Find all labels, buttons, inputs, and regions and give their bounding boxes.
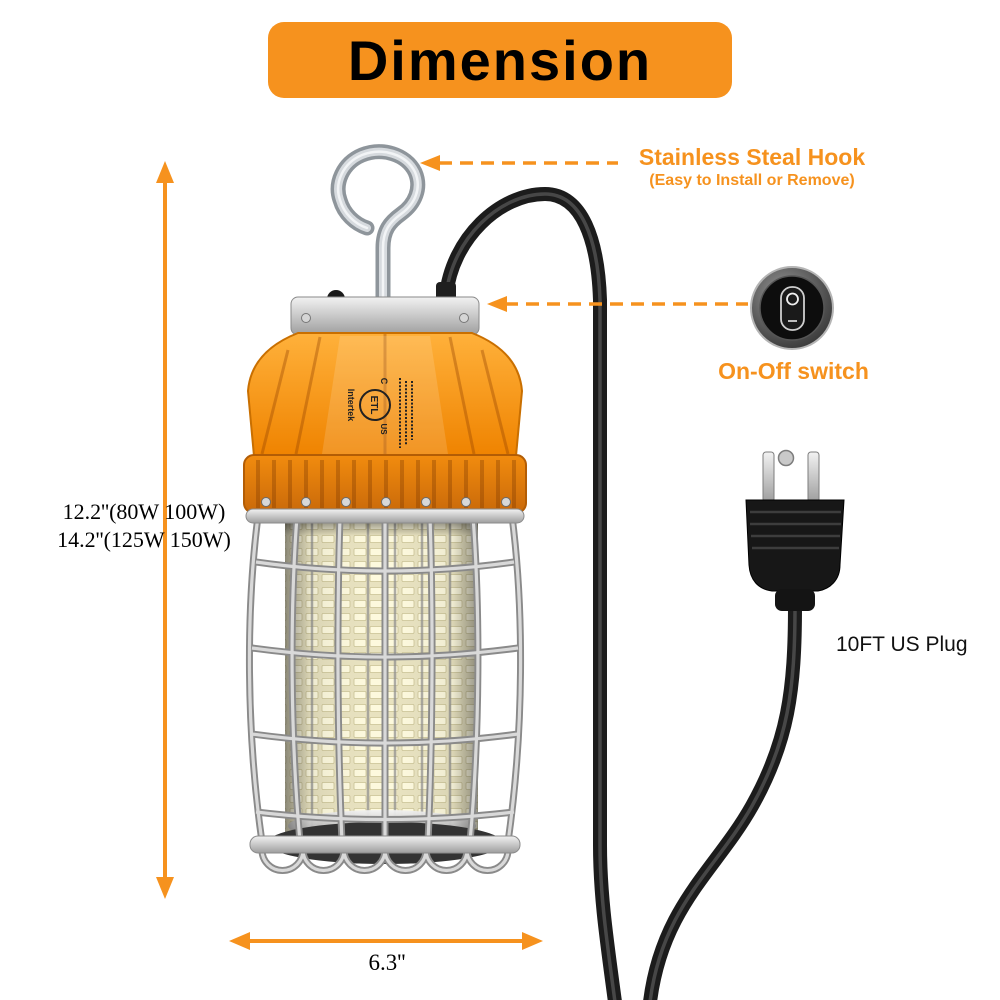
plug-blade	[762, 451, 775, 503]
hook-callout-line	[420, 155, 618, 171]
lamp-cap	[290, 282, 480, 336]
switch-label: On-Off switch	[718, 358, 869, 384]
cert-name-text: Intertek	[346, 389, 356, 423]
height-dimension-arrow	[156, 161, 174, 899]
lamp-housing: ETL C US Intertek	[243, 332, 527, 514]
cert-mark-text: ETL	[368, 396, 379, 415]
certification-mark: ETL C US Intertek	[346, 378, 391, 435]
width-dimension-arrow	[229, 932, 543, 950]
hook-illustration	[338, 152, 418, 312]
hook-sublabel: (Easy to Install or Remove)	[649, 172, 855, 189]
plug-ground-pin	[777, 449, 795, 467]
on-off-switch-illustration	[750, 266, 834, 350]
cert-left-text: C	[379, 378, 389, 385]
lamp-cage	[245, 508, 525, 871]
plug-cord	[650, 606, 795, 1000]
height-label-line2: 14.2''(125W 150W)	[57, 527, 231, 552]
plug-neck	[775, 589, 815, 611]
switch-callout-line	[487, 296, 748, 312]
page-title: Dimension	[347, 28, 653, 92]
width-label: 6.3''	[368, 950, 406, 975]
cert-right-text: US	[379, 423, 388, 435]
height-label: 12.2''(80W 100W) 14.2''(125W 150W)	[28, 498, 260, 554]
fine-print-lines	[399, 378, 413, 448]
plug-blade	[807, 451, 820, 503]
height-label-line1: 12.2''(80W 100W)	[62, 499, 226, 524]
us-plug-illustration	[650, 449, 845, 1000]
hook-label: Stainless Steal Hook	[638, 144, 866, 170]
title-banner: Dimension	[268, 22, 732, 98]
plug-body	[745, 499, 845, 592]
plug-label: 10FT US Plug	[836, 633, 968, 656]
